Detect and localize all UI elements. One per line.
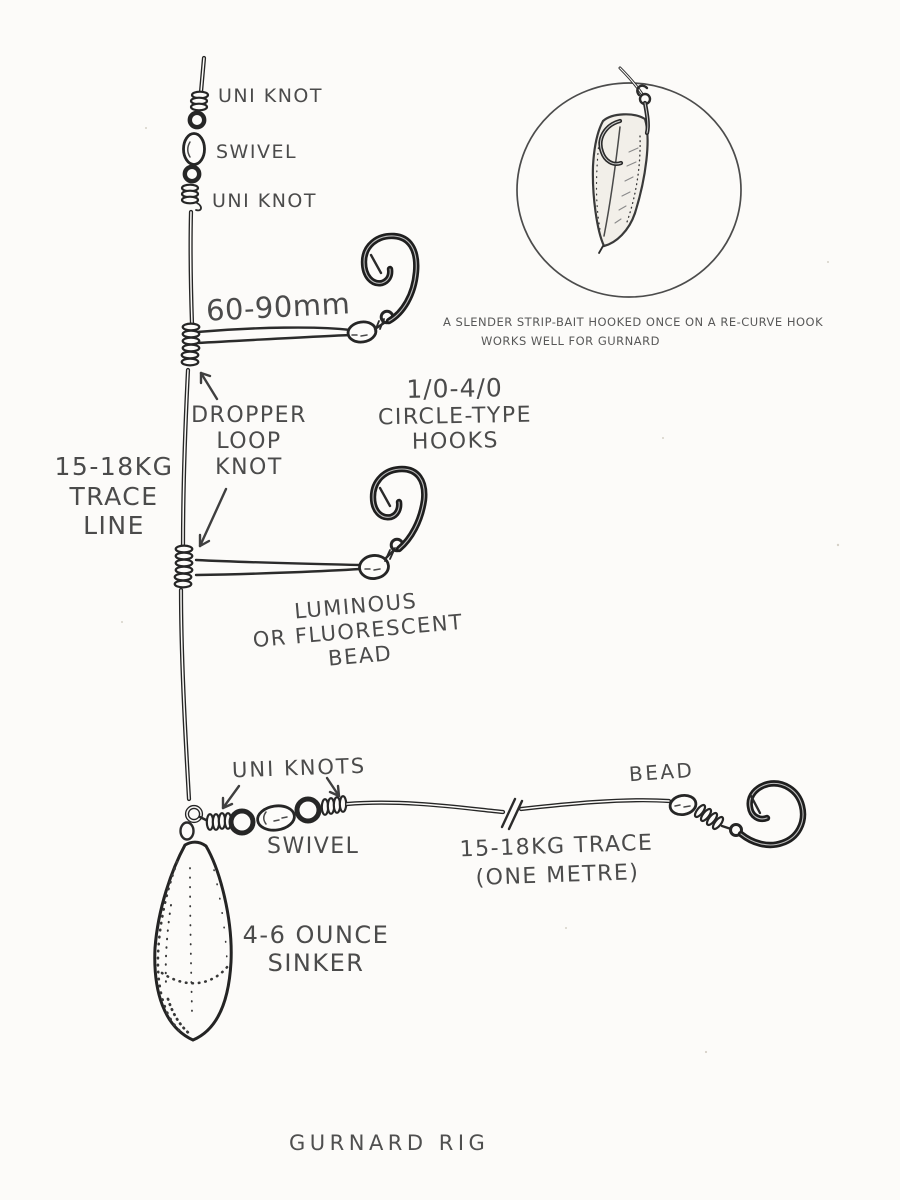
bottom-uni-knot-right — [320, 795, 348, 816]
label-hook-size: 1/0-4/0 CIRCLE-TYPE HOOKS — [377, 373, 533, 456]
strip-bait — [591, 113, 649, 254]
line-end-eye — [184, 804, 204, 824]
label-swivel-top: SWIVEL — [216, 141, 298, 163]
sinker-loop — [179, 821, 195, 841]
circle-hook-1 — [360, 232, 420, 325]
top-uni-knot-2 — [180, 183, 202, 212]
label-trace-bottom: 15-18KG TRACE (ONE METRE) — [459, 830, 654, 891]
label-trace-line: 15-18KG TRACE LINE — [54, 452, 174, 540]
bottom-swivel — [228, 796, 322, 836]
arrow-to-dropper-knot-2-icon — [198, 487, 228, 548]
main-line — [178, 55, 207, 802]
trace-line-bottom — [344, 798, 672, 815]
circle-hook-2 — [369, 465, 428, 553]
hook-snell-3 — [693, 803, 743, 837]
line-break-mark — [500, 797, 524, 831]
inset-line — [618, 66, 644, 96]
label-uni-knot-top-2: UNI KNOT — [212, 190, 317, 212]
top-swivel — [182, 110, 207, 184]
label-swivel-bottom: SWIVEL — [267, 834, 360, 859]
arrow-to-dropper-knot-1-icon — [199, 371, 219, 401]
bait-hook — [598, 84, 652, 166]
diagram-title: GURNARD RIG — [289, 1131, 490, 1155]
bead-3 — [668, 793, 698, 817]
paper-specks — [121, 127, 840, 1054]
label-uni-knot-top: UNI KNOT — [218, 85, 323, 107]
label-sinker: 4-6 OUNCE SINKER — [242, 921, 390, 978]
bead-1 — [346, 320, 378, 344]
arrow-to-uni-knot-left-icon — [221, 784, 241, 810]
arrow-to-uni-knot-right-icon — [325, 776, 341, 798]
inset-circle — [516, 82, 742, 298]
inset-caption-line-1: A SLENDER STRIP-BAIT HOOKED ONCE ON A RE… — [443, 315, 824, 329]
sinker-body — [153, 840, 233, 1042]
dropper-knot-1 — [180, 322, 201, 367]
label-bead-bottom: BEAD — [628, 757, 696, 787]
dropper-knot-2 — [173, 544, 194, 589]
top-uni-knot — [189, 90, 210, 112]
dropper-loop-2 — [194, 558, 362, 577]
bottom-uni-knot-left — [198, 812, 233, 831]
inset-caption-line-2: WORKS WELL FOR GURNARD — [481, 334, 660, 348]
label-uni-knots-bottom: UNI KNOTS — [231, 753, 367, 783]
label-dropper-knot: DROPPER LOOP KNOT — [191, 403, 307, 480]
dropper-loop-1 — [195, 326, 353, 345]
circle-hook-3 — [737, 780, 807, 849]
bead-2 — [358, 554, 390, 580]
